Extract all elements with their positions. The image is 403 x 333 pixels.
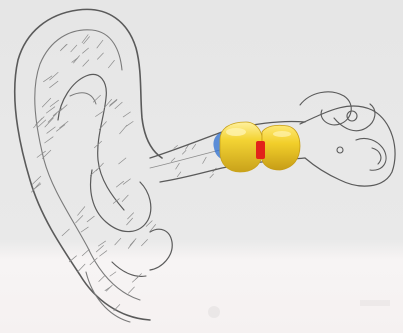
earplug-red-band <box>256 141 265 159</box>
earplug <box>213 122 300 172</box>
